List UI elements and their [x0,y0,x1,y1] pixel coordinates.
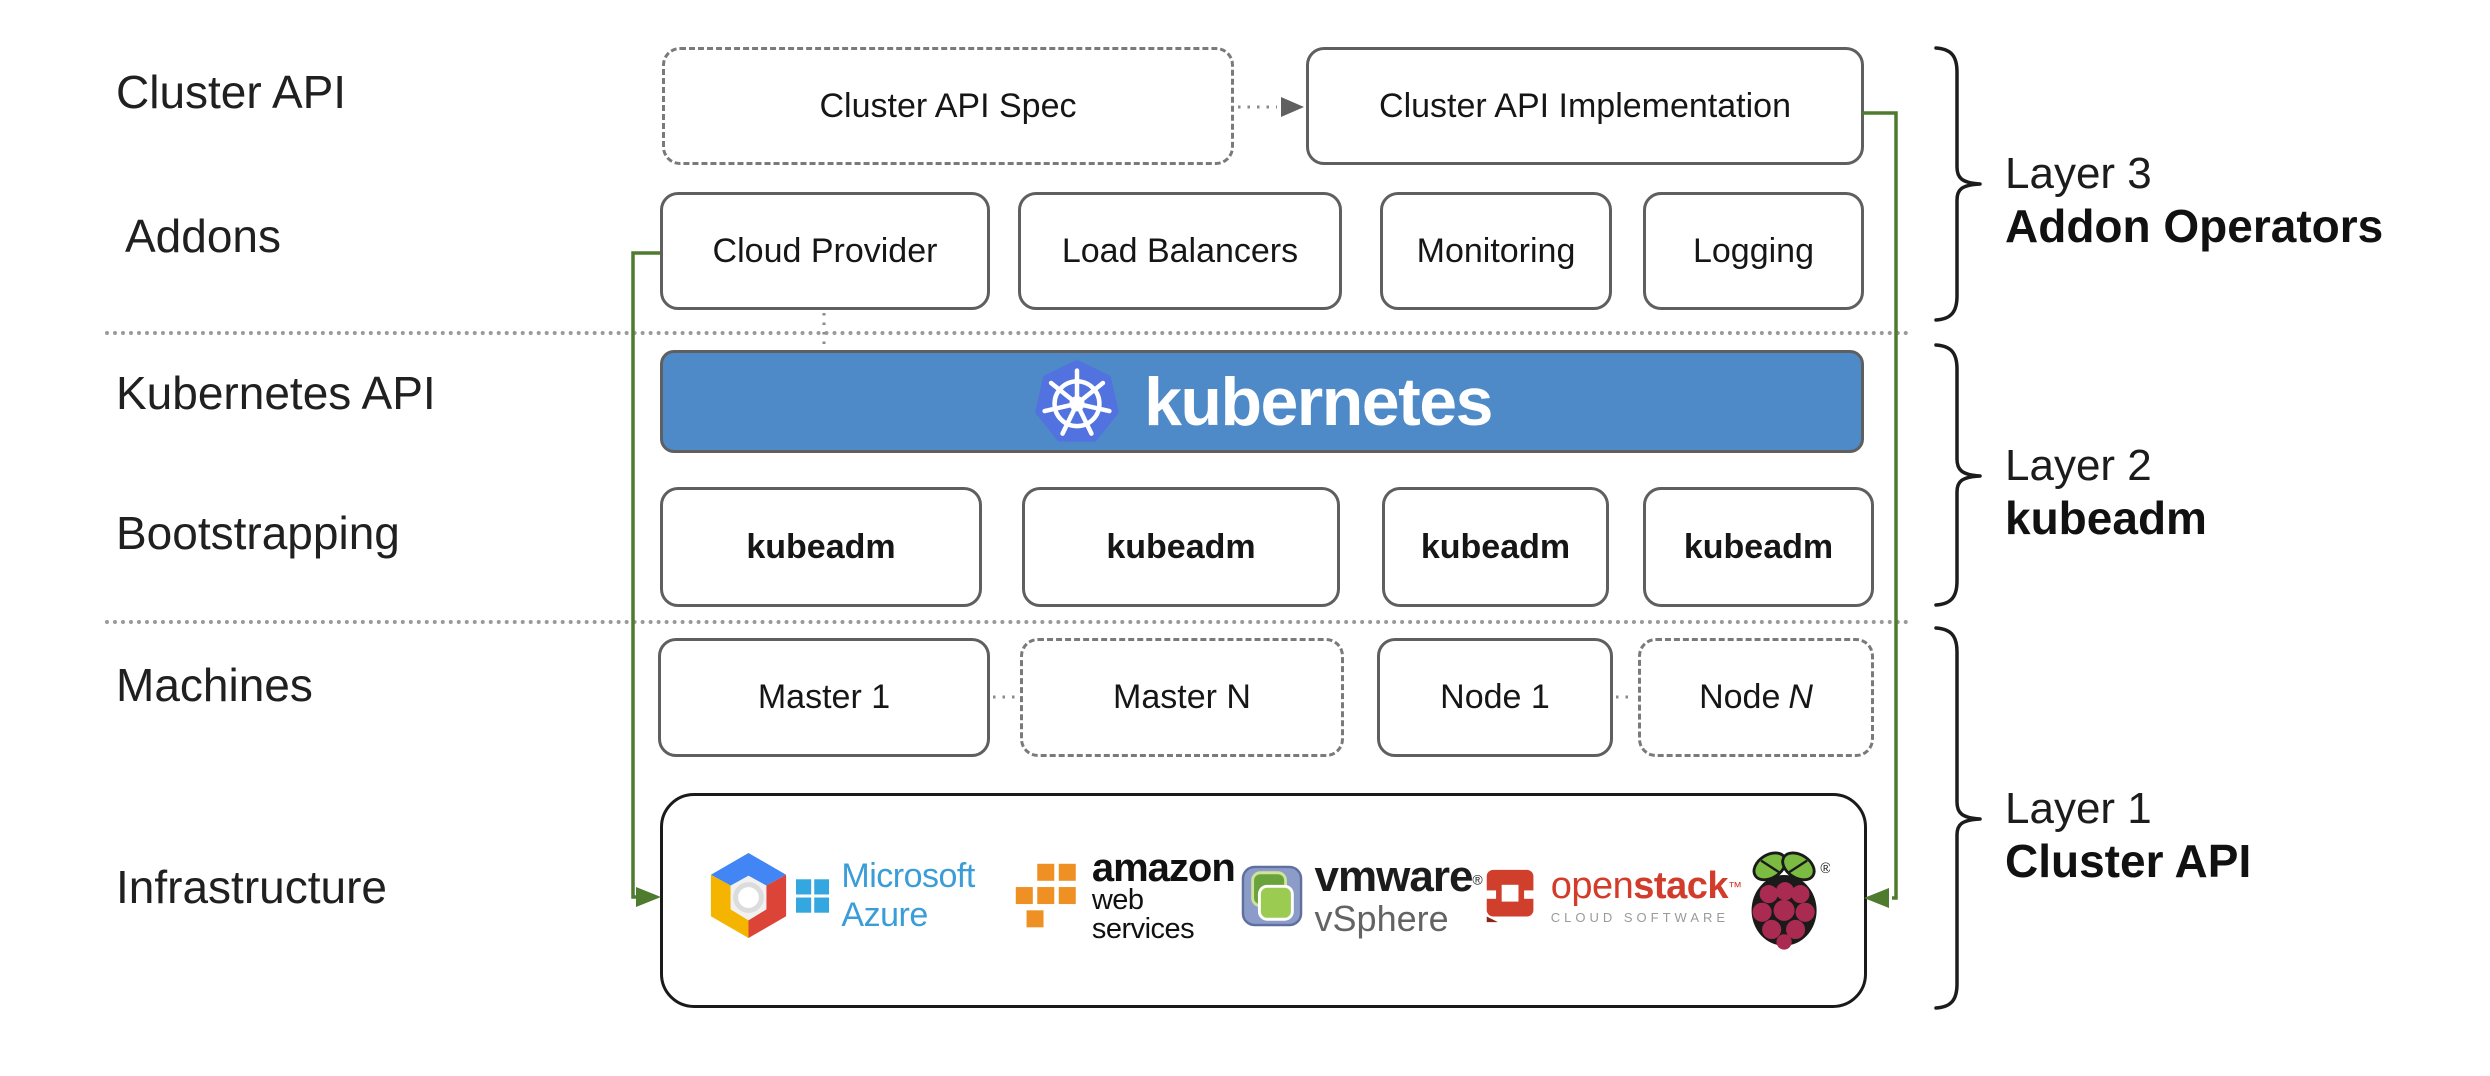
vmware-registered-mark: ® [1472,871,1483,888]
raspberry-registered-mark: ® [1820,861,1830,877]
openstack-icon [1482,869,1539,922]
layer-3-title: Layer 3 [2005,149,2152,198]
layer-3-brace [1934,46,1982,322]
logo-vmware-vsphere: vmware® vSphere [1241,851,1483,939]
raspberry-pi-icon: ® [1751,850,1830,950]
layer-2-name: kubeadm [2005,492,2207,544]
box-cloud-provider: Cloud Provider [660,192,990,310]
infrastructure-box: Microsoft Azure amazon web services [660,793,1867,1008]
aws-subtext: web services [1091,883,1195,945]
layer-1-name: Cluster API [2005,835,2252,887]
vsphere-icon [1241,865,1302,926]
row-label-bootstrapping: Bootstrapping [116,507,400,559]
aws-cubes-icon [1013,861,1078,929]
row-label-cluster-api: Cluster API [116,66,347,118]
logo-amazon-web-services: amazon web services [1013,845,1241,945]
box-kubeadm-4: kubeadm [1643,487,1874,607]
box-kubeadm-2: kubeadm [1022,487,1340,607]
microsoft-window-icon [796,878,830,913]
divider-layer2-layer1 [105,620,1910,624]
layer-2-title: Layer 2 [2005,441,2152,490]
box-monitoring: Monitoring [1380,192,1612,310]
logo-raspberry-pi: ® [1742,841,1830,951]
layer-2-label: Layer 2 kubeadm [2005,440,2207,544]
box-load-balancers: Load Balancers [1018,192,1342,310]
row-label-infrastructure: Infrastructure [116,861,387,913]
box-cluster-api-spec: Cluster API Spec [662,47,1234,165]
openstack-wordmark-stack: stack [1633,865,1728,907]
azure-wordmark: Microsoft Azure [841,856,975,934]
openstack-subtext: CLOUD SOFTWARE [1550,910,1730,925]
box-logging: Logging [1643,192,1864,310]
aws-wordmark: amazon [1091,845,1236,890]
node-n-suffix: N [1788,678,1813,716]
layer-1-title: Layer 1 [2005,784,2152,833]
node-n-prefix: Node [1699,678,1781,716]
spec-to-implementation-arrow [1238,97,1304,117]
logo-openstack: openstack™ CLOUD SOFTWARE [1482,865,1742,925]
divider-layer3-layer2 [105,331,1910,335]
row-label-addons: Addons [125,210,282,262]
kubernetes-logo-icon [1035,359,1120,442]
vmware-wordmark: vmware [1314,851,1474,901]
layer-1-brace [1934,626,1982,1010]
vsphere-wordmark: vSphere [1314,897,1449,939]
openstack-tm-mark: ™ [1728,878,1742,895]
row-label-machines: Machines [116,659,313,711]
logo-microsoft-azure: Microsoft Azure [796,857,1014,935]
box-node-n: Node N [1638,638,1874,757]
row-label-kubernetes-api: Kubernetes API [116,367,436,419]
box-kubeadm-1: kubeadm [660,487,982,607]
logo-google-cloud-platform [701,848,796,943]
layer-2-brace [1934,343,1982,607]
green-connector-left [631,251,661,907]
layer-3-name: Addon Operators [2005,200,2384,252]
kubernetes-banner: kubernetes [660,350,1864,453]
layer-3-label: Layer 3 Addon Operators [2005,148,2383,252]
box-master-n: Master N [1020,638,1344,757]
box-cluster-api-implementation: Cluster API Implementation [1306,47,1864,165]
box-master-1: Master 1 [658,638,990,757]
box-kubeadm-3: kubeadm [1382,487,1609,607]
kubernetes-wordmark: kubernetes [1144,363,1493,440]
google-cloud-icon [710,852,787,939]
box-node-1: Node 1 [1377,638,1613,757]
openstack-wordmark-open: open [1550,865,1634,907]
layer-1-label: Layer 1 Cluster API [2005,783,2251,887]
